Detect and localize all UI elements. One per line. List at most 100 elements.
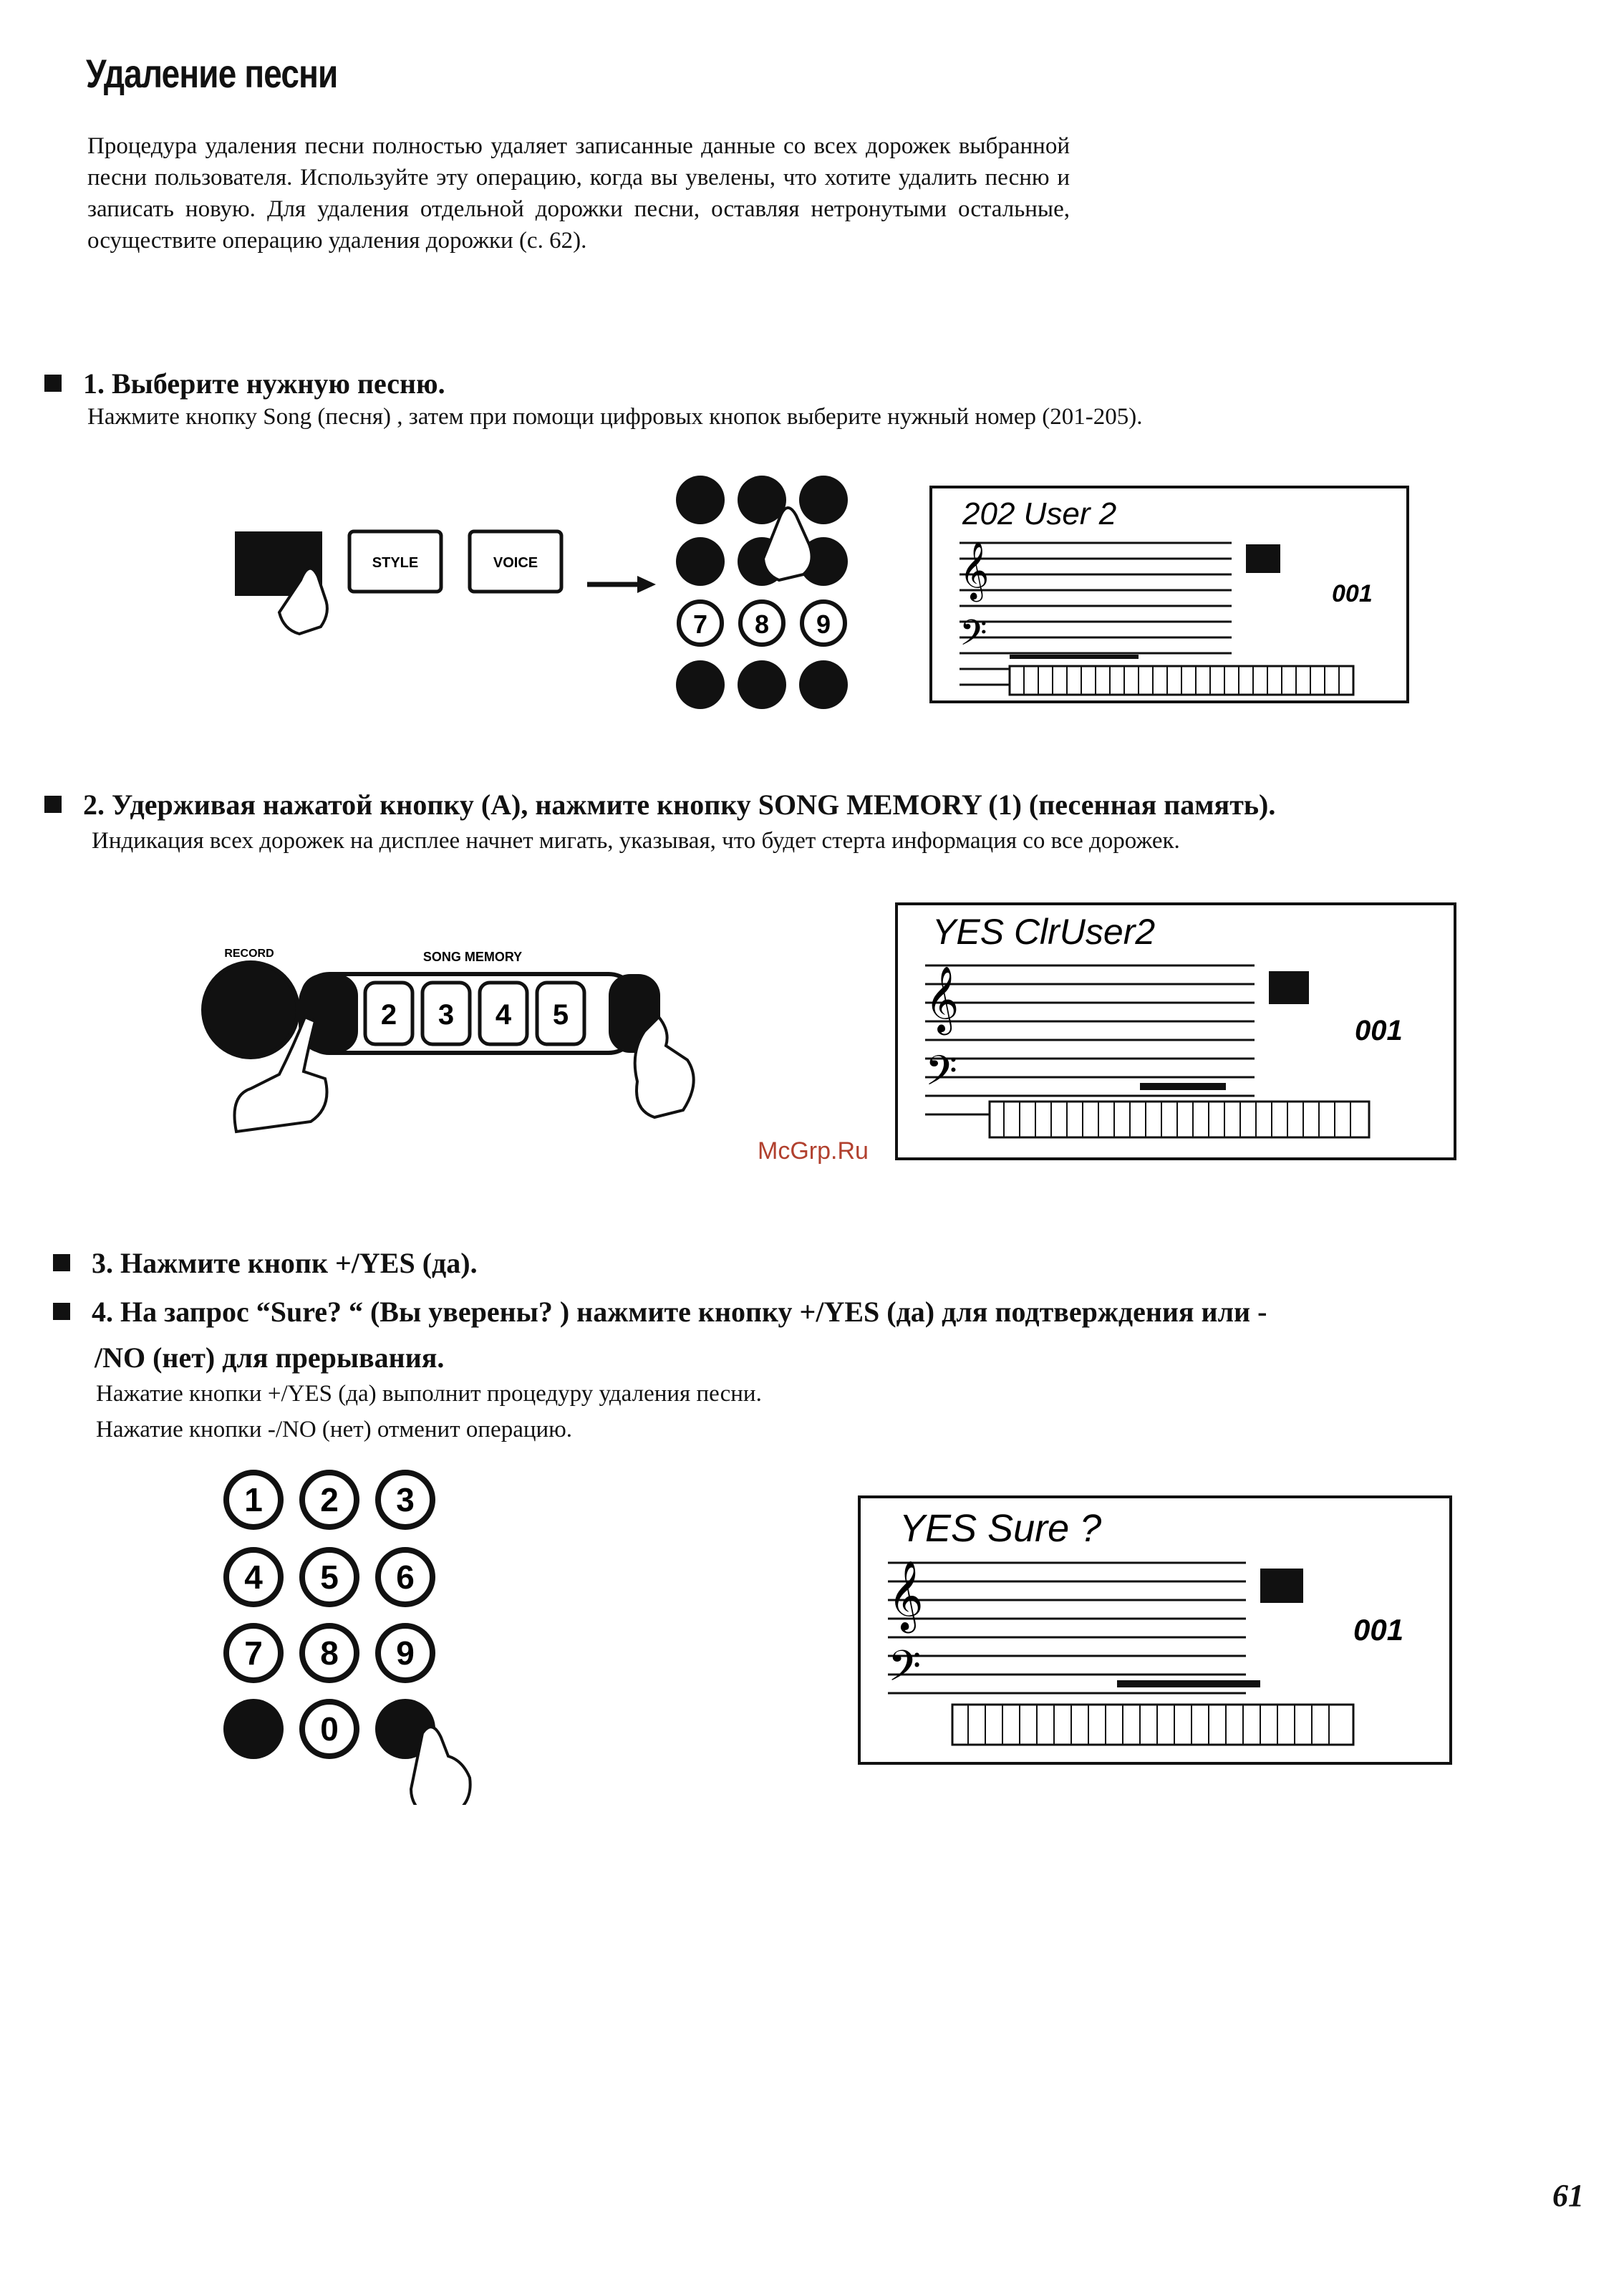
numpad-key-6 <box>375 1547 435 1607</box>
step-4-body-2: Нажатие кнопки -/NO (нет) отменит операц… <box>96 1417 573 1442</box>
lcd-text: YES ClrUser2 <box>932 912 1155 952</box>
lcd-track-indicator <box>1010 655 1139 659</box>
lcd-indicator-icon <box>1260 1569 1303 1603</box>
numpad-key-label: 2 <box>320 1481 339 1518</box>
song-memory-button-3 <box>420 981 472 1046</box>
lcd-text: YES Sure ? <box>899 1507 1101 1550</box>
treble-clef-icon: 𝄞 <box>960 542 989 602</box>
lcd-text: 202 User 2 <box>962 496 1116 531</box>
bass-clef-icon: 𝄢 <box>960 613 987 661</box>
numpad-key <box>738 660 786 709</box>
song-memory-button-4 <box>478 981 529 1046</box>
intro-paragraph: Процедура удаления песни полностью удаля… <box>87 133 1070 254</box>
lcd-display: YES Sure ? 𝄞 𝄢 001 <box>858 1495 1452 1765</box>
style-button <box>347 529 443 594</box>
step-4-heading: 4. На запрос “Sure? “ (Вы уверены? ) наж… <box>53 1295 1267 1329</box>
step-2-body: Индикация всех дорожек на дисплее начнет… <box>92 828 1180 854</box>
record-button <box>201 960 300 1059</box>
numpad-key-8 <box>738 599 786 647</box>
pointing-hand-icon <box>277 567 329 636</box>
numpad-key-label: 6 <box>396 1558 415 1596</box>
page-number: 61 <box>1552 2178 1584 2213</box>
step-3-heading: 3. Нажмите кнопк +/YES (да). <box>53 1246 478 1280</box>
numpad-key-7 <box>677 599 724 647</box>
numpad-key-label: 0 <box>320 1710 339 1748</box>
numpad-key-label: 8 <box>320 1634 339 1672</box>
numpad-key <box>676 537 725 586</box>
bullet-square-icon <box>53 1303 70 1320</box>
song-memory-button-5 <box>535 981 586 1046</box>
pointing-hand-icon <box>233 1015 329 1134</box>
numpad-key-label: 5 <box>320 1558 339 1596</box>
numpad-key <box>676 660 725 709</box>
lcd-display: YES ClrUser2 𝄞 𝄢 001 <box>895 902 1456 1160</box>
song-memory-button-1 <box>301 974 358 1053</box>
lcd-indicator-icon <box>1246 544 1280 573</box>
numpad-key-label: 1 <box>244 1481 263 1518</box>
lcd-keyboard <box>988 1100 1371 1139</box>
button-label: 3 <box>438 999 454 1031</box>
arrowhead-icon <box>637 576 656 593</box>
numpad-key-9 <box>375 1623 435 1683</box>
voice-button <box>468 529 564 594</box>
voice-button-label: VOICE <box>493 555 538 571</box>
page-title: Удаление песни <box>86 51 338 96</box>
numpad-key-9 <box>800 599 847 647</box>
numpad-key-3 <box>375 1470 435 1530</box>
numpad-key-0 <box>299 1699 359 1759</box>
figure-2: RECORD SONG MEMORY 2 3 4 5 YES ClrUser2 … <box>201 902 1456 1160</box>
treble-clef-icon: 𝄞 <box>925 967 959 1035</box>
numpad-key <box>799 660 848 709</box>
lcd-measure-number: 001 <box>1355 1015 1403 1046</box>
lcd-indicator-icon <box>1269 971 1309 1004</box>
numpad: 1 2 3 4 5 6 7 8 9 0 <box>223 1470 472 1805</box>
pointing-hand-icon <box>633 1015 695 1119</box>
numpad-key-label: 7 <box>693 610 707 639</box>
button-label: 4 <box>496 999 512 1031</box>
style-button-label: STYLE <box>372 555 418 571</box>
button-label: 2 <box>381 999 397 1031</box>
numpad-key-label: 8 <box>755 610 769 639</box>
bass-clef-icon: 𝄢 <box>888 1643 921 1700</box>
pointing-hand-icon <box>761 506 813 582</box>
step-1-body: Нажмите кнопку Song (песня) , затем при … <box>87 404 1143 430</box>
step-4-heading-cont: /NO (нет) для прерывания. <box>95 1341 445 1374</box>
numpad-key-4 <box>223 1547 284 1607</box>
numpad-key <box>799 476 848 524</box>
step-1-heading: 1. Выберите нужную песню. <box>44 367 445 400</box>
numpad-key-label: 9 <box>396 1634 415 1672</box>
bullet-square-icon <box>53 1254 70 1271</box>
numpad-key <box>676 476 725 524</box>
watermark: McGrp.Ru <box>758 1137 869 1165</box>
numpad-key-2 <box>299 1470 359 1530</box>
lcd-keyboard <box>951 1703 1355 1746</box>
button-label: 5 <box>553 999 569 1031</box>
figure-1: STYLE VOICE 7 8 9 202 User 2 𝄞 𝄢 001 <box>235 476 1409 709</box>
pointing-hand-icon <box>409 1725 472 1805</box>
numpad-key <box>738 476 786 524</box>
lcd-measure-number: 001 <box>1353 1613 1403 1647</box>
numpad-key-label: 4 <box>244 1558 263 1596</box>
bullet-square-icon <box>44 375 62 392</box>
record-button-label: RECORD <box>224 948 274 960</box>
lcd-track-indicator <box>1117 1680 1260 1687</box>
numpad-key-label: 7 <box>244 1634 263 1672</box>
numpad-key-8 <box>299 1623 359 1683</box>
step-4-body-1: Нажатие кнопки +/YES (да) выполнит проце… <box>96 1381 762 1407</box>
bass-clef-icon: 𝄢 <box>925 1048 957 1104</box>
numpad-key-1 <box>223 1470 284 1530</box>
numpad-key-label: 3 <box>396 1481 415 1518</box>
figure-3: 1 2 3 4 5 6 7 8 9 0 YES Sure ? 𝄞 𝄢 <box>223 1470 1452 1805</box>
numpad-key-5 <box>299 1547 359 1607</box>
numpad-key-7 <box>223 1623 284 1683</box>
song-memory-label: SONG MEMORY <box>423 950 522 964</box>
song-memory-button-2 <box>363 981 415 1046</box>
step-2-heading: 2. Удерживая нажатой кнопку (A), нажмите… <box>44 788 1275 822</box>
lcd-measure-number: 001 <box>1332 580 1373 607</box>
treble-clef-icon: 𝄞 <box>888 1561 924 1633</box>
lcd-display: 202 User 2 𝄞 𝄢 001 <box>929 486 1409 703</box>
no-button <box>223 1699 284 1759</box>
numpad-key-label: 9 <box>816 610 831 639</box>
bullet-square-icon <box>44 796 62 813</box>
lcd-track-indicator <box>1140 1083 1226 1090</box>
